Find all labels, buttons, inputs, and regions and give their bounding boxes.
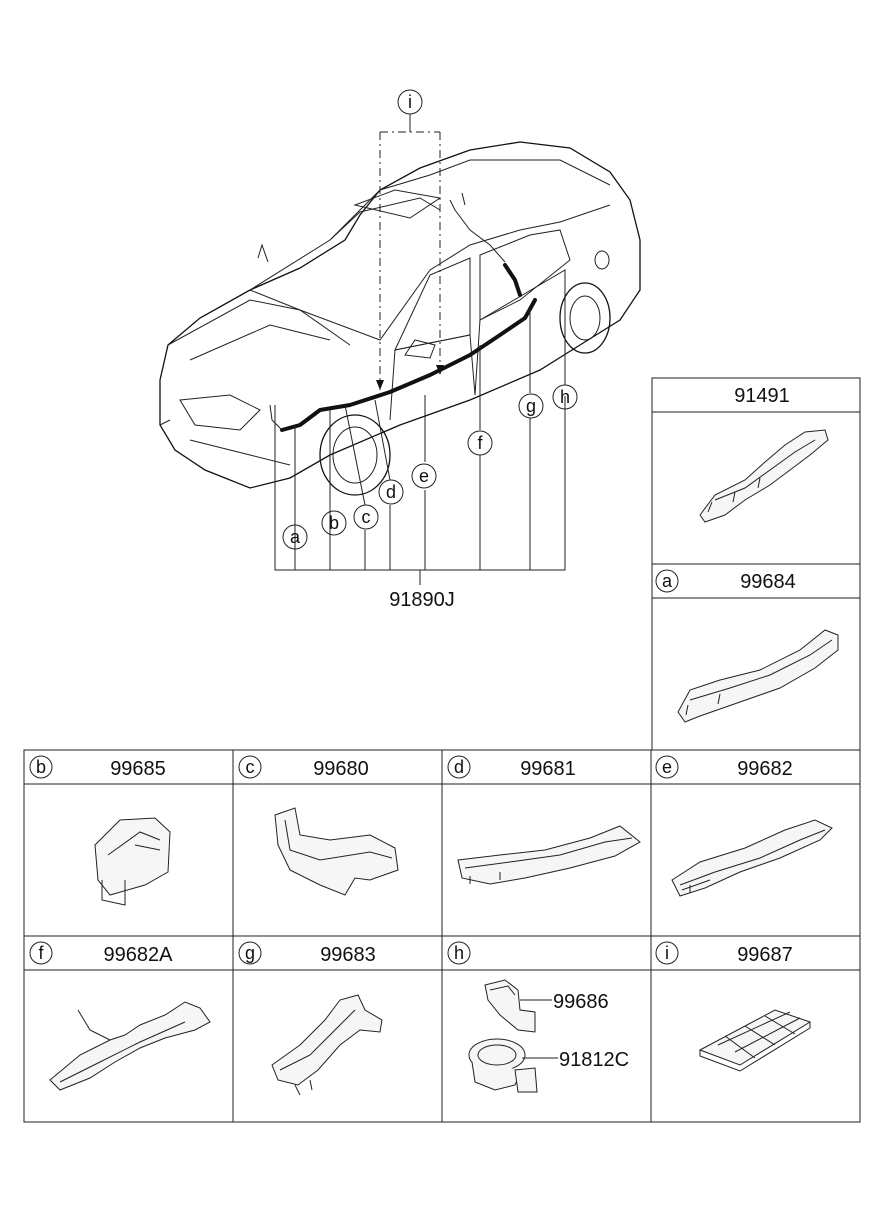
callout-g: g <box>518 393 544 419</box>
panel-e-letter: e <box>662 757 672 777</box>
panel-h: h 99686 91812C <box>441 935 652 1123</box>
panel-h-part-91812C: 91812C <box>559 1049 629 1071</box>
callout-c-label: c <box>362 507 371 527</box>
callout-h: h <box>552 384 578 410</box>
callout-i-leaders: i <box>376 89 444 390</box>
panel-a-part: 99684 <box>740 571 796 593</box>
panel-a-letter: a <box>662 571 673 591</box>
panel-c-letter: c <box>246 757 255 777</box>
assembly-part-number: 91890J <box>389 589 455 611</box>
callout-g-label: g <box>526 396 536 416</box>
callout-h-label: h <box>560 387 570 407</box>
panel-b-letter: b <box>36 757 46 777</box>
panel-h-part-99686: 99686 <box>553 991 609 1013</box>
callout-f: f <box>467 430 493 456</box>
panel-c-part: 99680 <box>313 758 369 780</box>
callout-e: e <box>411 463 437 489</box>
panel-h-letter: h <box>454 943 464 963</box>
panel-a: a 99684 <box>651 563 861 751</box>
car-illustration <box>159 141 641 496</box>
panel-b: b 99685 <box>23 749 234 937</box>
panel-d: d 99681 <box>441 749 652 937</box>
callout-a-label: a <box>290 527 301 547</box>
panel-i-letter: i <box>665 943 669 963</box>
panel-d-part: 99681 <box>520 758 576 780</box>
panel-g-letter: g <box>245 943 255 963</box>
panel-f: f 99682A <box>23 935 234 1123</box>
panel-c: c 99680 <box>232 749 443 937</box>
panel-g-part: 99683 <box>320 944 376 966</box>
panel-91491: 91491 <box>651 377 861 565</box>
panel-d-letter: d <box>454 757 464 777</box>
panel-f-part: 99682A <box>104 944 174 966</box>
callout-leaders <box>274 300 566 585</box>
panel-b-part: 99685 <box>110 758 166 780</box>
panel-g: g 99683 <box>232 935 443 1123</box>
panel-i: i 99687 <box>650 935 861 1123</box>
callout-d-label: d <box>386 482 396 502</box>
panel-e: e 99682 <box>650 749 861 937</box>
callout-b: b <box>321 510 347 536</box>
panel-e-part: 99682 <box>737 758 793 780</box>
callout-i-label: i <box>408 92 412 112</box>
callout-f-label: f <box>477 433 483 453</box>
callout-a: a <box>282 524 308 550</box>
callout-b-label: b <box>329 513 339 533</box>
callout-e-label: e <box>419 466 429 486</box>
callout-c: c <box>353 504 379 530</box>
panel-f-letter: f <box>38 943 44 963</box>
panel-i-part: 99687 <box>737 944 793 966</box>
panel-91491-part: 91491 <box>734 385 790 407</box>
callout-d: d <box>378 479 404 505</box>
